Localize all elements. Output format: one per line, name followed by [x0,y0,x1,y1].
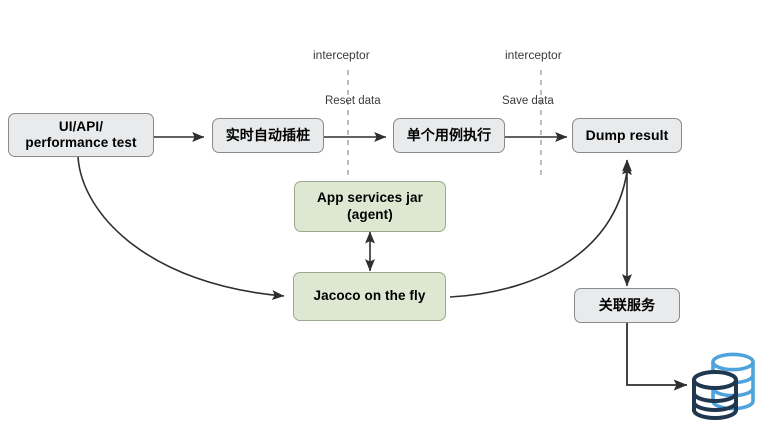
node-ui-api-performance-test[interactable]: UI/API/ performance test [8,113,154,157]
node-label-single-case-execution: 单个用例执行 [406,126,492,143]
node-single-case-execution[interactable]: 单个用例执行 [393,118,505,153]
node-label-jacoco-on-the-fly: Jacoco on the fly [313,288,426,304]
node-related-service[interactable]: 关联服务 [574,288,680,323]
node-label-app-services-jar: App services jar (agent) [317,190,423,222]
database-front-cylinder [692,370,738,390]
node-app-services-jar[interactable]: App services jar (agent) [294,181,446,232]
node-label-dump-result: Dump result [585,126,669,143]
interceptor-label-right: interceptor [505,48,562,62]
edge-related-to-database [626,323,688,391]
node-jacoco-on-the-fly[interactable]: Jacoco on the fly [293,272,446,321]
edge-label-save-data: Save data [502,95,554,107]
node-label-realtime-auto-instrument: 实时自动插桩 [225,126,311,143]
node-label-ui-api-performance-test: UI/API/ performance test [25,118,137,150]
node-realtime-auto-instrument[interactable]: 实时自动插桩 [212,118,324,153]
edge-test-to-jacoco [77,156,285,300]
interceptor-label-left: interceptor [313,48,370,62]
database-icon [692,352,755,420]
database-front-body [692,378,738,420]
node-dump-result[interactable]: Dump result [572,118,682,153]
edge-jacoco-to-dump [449,162,632,298]
edge-label-reset-data: Reset data [325,95,381,107]
node-label-related-service: 关联服务 [598,296,656,313]
